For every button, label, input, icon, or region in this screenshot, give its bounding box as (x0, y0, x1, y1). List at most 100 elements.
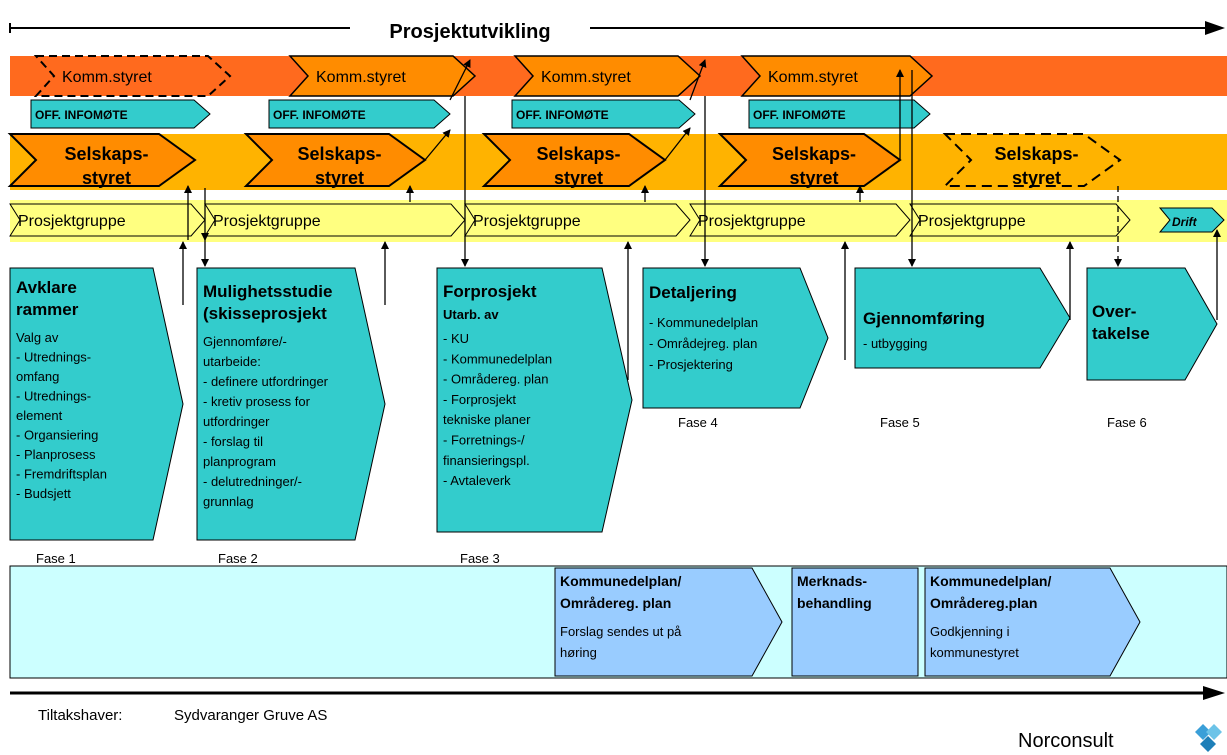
infomote-arrow (268, 99, 451, 129)
title-arrow-head (1205, 21, 1225, 35)
phase-line: - definere utfordringer (203, 374, 329, 389)
selskapsstyret-label-line1: Selskaps- (994, 144, 1078, 164)
phase-label: Fase 5 (880, 415, 920, 430)
selskapsstyret-label-line2: styret (789, 168, 838, 188)
phase-title: Mulighetsstudie (203, 282, 332, 301)
infomote-label: OFF. INFOMØTE (516, 108, 609, 122)
connector-arrow (449, 59, 471, 101)
plan-box-line: Forslag sendes ut på (560, 624, 682, 639)
infomote-label: OFF. INFOMØTE (753, 108, 846, 122)
prosjektgruppe-label: Prosjektgruppe (918, 213, 1026, 230)
komm-styret-label: Komm.styret (316, 69, 406, 86)
phase-line: utfordringer (203, 414, 270, 429)
phase-label: Fase 2 (218, 551, 258, 566)
plan-box-title: behandling (797, 595, 872, 611)
phase-label: Fase 3 (460, 551, 500, 566)
tiltakshaver-value: Sydvaranger Gruve AS (174, 707, 327, 724)
phase-line: grunnlag (203, 494, 254, 509)
drift-label: Drift (1172, 215, 1198, 229)
phase-box (854, 267, 1071, 369)
phase-line: - Prosjektering (649, 357, 733, 372)
phase-box (1086, 267, 1218, 381)
plan-box (924, 567, 1141, 677)
infomote-label: OFF. INFOMØTE (35, 108, 128, 122)
selskapsstyret-label-line1: Selskaps- (64, 144, 148, 164)
tiltakshaver-label: Tiltakshaver: (38, 707, 122, 724)
komm-styret-label: Komm.styret (768, 69, 858, 86)
phase-line: - forslag til (203, 434, 263, 449)
diagram-title: Prosjektutvikling (389, 21, 550, 43)
prosjektgruppe-arrow (9, 203, 206, 237)
phase-title: takelse (1092, 324, 1150, 343)
selskapsstyret-label-line2: styret (315, 168, 364, 188)
phase-line: utarbeide: (203, 354, 261, 369)
prosjektgruppe-arrow (464, 203, 691, 237)
komm-styret-chevron (33, 55, 232, 97)
prosjektgruppe-label: Prosjektgruppe (213, 213, 321, 230)
phase-label: Fase 6 (1107, 415, 1147, 430)
prosjektgruppe-arrow (689, 203, 911, 237)
phase-title: (skisseprosjekt (203, 304, 327, 323)
plan-box-title: Kommunedelplan/ (560, 573, 681, 589)
phase-title: Forprosjekt (443, 282, 537, 301)
selskapsstyret-chevron (243, 133, 427, 187)
phase-line: Valg av (16, 330, 59, 345)
selskapsstyret-chevron (717, 133, 902, 187)
komm-styret-chevron (513, 55, 702, 97)
phase-line: - Utrednings- (16, 389, 91, 404)
phase-line: omfang (16, 369, 59, 384)
komm-styret-label: Komm.styret (541, 69, 631, 86)
plan-box-line: kommunestyret (930, 645, 1019, 660)
phase-line: - Forprosjekt (443, 392, 516, 407)
connector-arrow (664, 127, 691, 161)
selskapsstyret-label-line2: styret (1012, 168, 1061, 188)
infomote-label: OFF. INFOMØTE (273, 108, 366, 122)
phase-title: Gjennomføring (863, 309, 985, 328)
phase-title: Over- (1092, 302, 1136, 321)
phase-line: - kretiv prosess for (203, 394, 311, 409)
phase-line: element (16, 408, 63, 423)
plan-box (554, 567, 783, 677)
drift-arrow (1158, 207, 1225, 233)
prosjektgruppe-arrow (909, 203, 1131, 237)
plan-box-title: Merknads- (797, 573, 867, 589)
phase-box (642, 267, 829, 409)
infomote-arrow (748, 99, 931, 129)
prosjektgruppe-label: Prosjektgruppe (18, 213, 126, 230)
selskapsstyret-label-line1: Selskaps- (297, 144, 381, 164)
phase-line: - Kommunedelplan (649, 315, 758, 330)
connector-arrow (424, 129, 451, 161)
phase-line: - Forretnings-/ (443, 433, 525, 448)
phase-line: - delutredninger/- (203, 474, 302, 489)
phase-line: - utbygging (863, 336, 927, 351)
plan-box-title: Områdereg.plan (930, 595, 1037, 611)
prosjektgruppe-label: Prosjektgruppe (698, 213, 806, 230)
prosjektgruppe-label: Prosjektgruppe (473, 213, 581, 230)
infomote-arrow (511, 99, 696, 129)
phase-line: - Fremdriftsplan (16, 467, 107, 482)
infomote-arrow (30, 99, 211, 129)
phase-line: - Organsiering (16, 428, 98, 443)
phase-line: - Planprosess (16, 447, 96, 462)
phase-line: - Områdejreg. plan (649, 336, 757, 351)
phase-title: rammer (16, 300, 79, 319)
phase-subtitle: Utarb. av (443, 307, 499, 322)
phase-line: - Områdereg. plan (443, 372, 549, 387)
selskapsstyret-label-line2: styret (82, 168, 131, 188)
selskapsstyret-label-line2: styret (554, 168, 603, 188)
selskapsstyret-chevron (7, 133, 197, 187)
phase-line: - Budsjett (16, 486, 71, 501)
komm-styret-chevron (288, 55, 477, 97)
phase-box (436, 267, 633, 533)
phase-line: planprogram (203, 454, 276, 469)
plan-box (791, 567, 919, 677)
plan-box-line: Godkjenning i (930, 624, 1010, 639)
phase-box (196, 267, 386, 541)
phase-line: - Kommunedelplan (443, 351, 552, 366)
komm-styret-chevron (740, 55, 934, 97)
plan-box-line: høring (560, 645, 597, 660)
phase-label: Fase 4 (678, 415, 718, 430)
phase-line: Gjennomføre/- (203, 334, 287, 349)
